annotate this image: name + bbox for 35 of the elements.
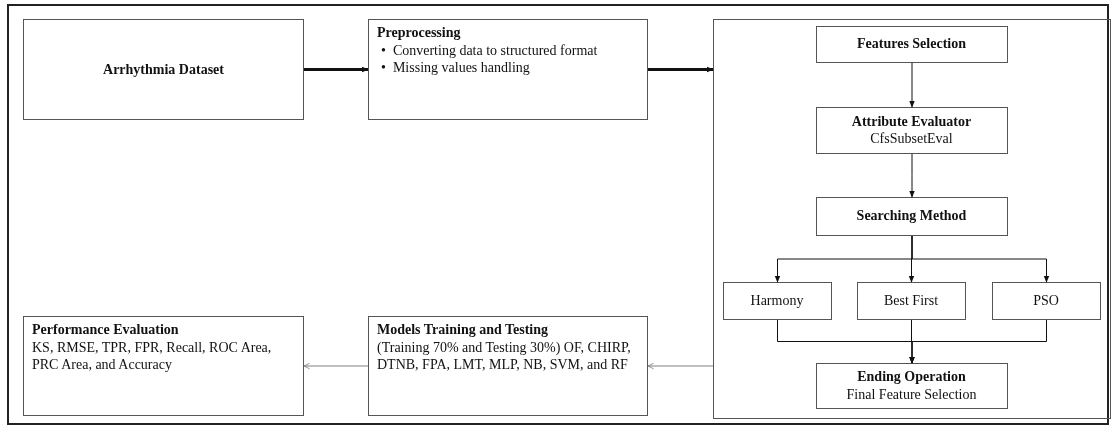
bullet-item: • Converting data to structured format [380,41,599,59]
arrow [911,235,1050,283]
node-title: Harmony [749,291,805,310]
node-title: Models Training and Testing [377,321,550,339]
process-box [856,281,966,320]
process-box [815,196,1008,236]
node-text: Final Feature Selection [845,385,978,403]
process-box [722,281,832,320]
arrow [909,153,915,198]
node-title: Arrhythmia Dataset [102,60,225,79]
node-title: Searching Method [855,207,968,225]
node-text: KS, RMSE, TPR, FPR, Recall, ROC Area, PRC Area, and Accuracy [32,338,273,374]
process-box [815,362,1008,409]
bullet-item: • Missing values handling [380,59,531,77]
node-text: (Training 70% and Testing 30%) OF, CHIRP, DTNB, FPA, LMT, MLP, NB, SVM, and RF [377,338,632,374]
node-text: CfsSubsetEval [869,130,954,148]
process-box [991,281,1101,320]
arrow [909,62,915,108]
process-box [23,316,304,416]
arrow [648,66,714,73]
node-title: Features Selection [856,35,967,53]
process-box [815,25,1008,63]
node-title: Ending Operation [856,368,967,386]
node-title: PSO [1032,291,1060,310]
process-box [815,106,1008,154]
process-box [368,19,648,120]
container-box [713,19,1111,419]
node-title: Best First [882,291,940,310]
arrow [909,319,1047,364]
node-title: Attribute Evaluator [850,112,973,130]
process-box [368,316,648,416]
process-box [23,19,304,120]
node-title: Performance Evaluation [32,321,180,339]
node-title: Preprocessing [377,24,462,42]
arrow [304,66,369,73]
